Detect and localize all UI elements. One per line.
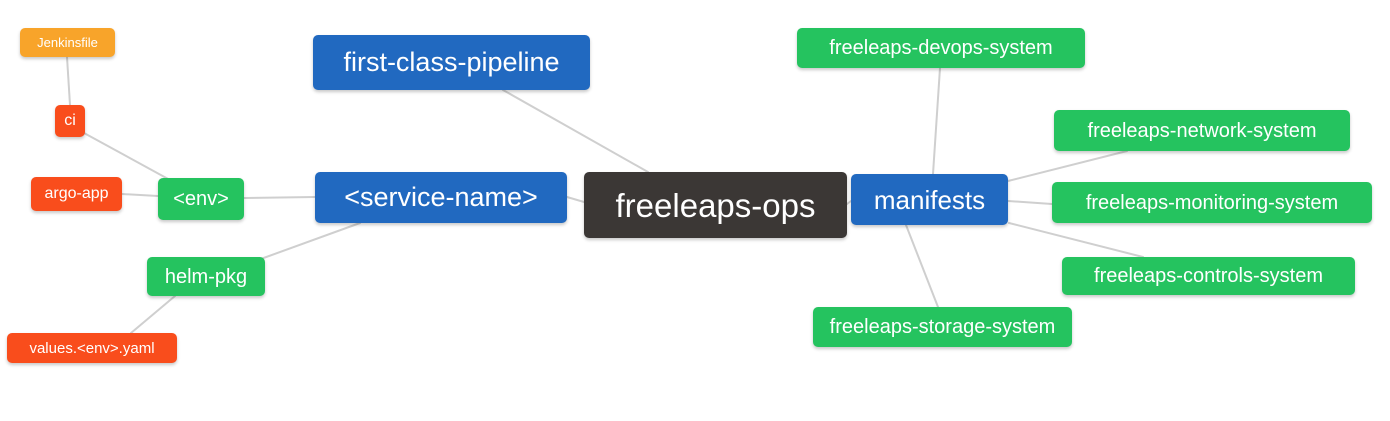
mindmap-node-storage-system[interactable]: freeleaps-storage-system	[813, 307, 1072, 347]
mindmap-edge-first-class-pipeline-to-freeleaps-ops	[502, 89, 649, 173]
mindmap-edge-manifests-to-storage-system	[905, 224, 939, 308]
mindmap-node-controls-system[interactable]: freeleaps-controls-system	[1062, 257, 1355, 295]
mindmap-node-argo-app[interactable]: argo-app	[31, 177, 122, 211]
mindmap-edge-manifests-to-network-system	[1007, 150, 1128, 182]
mindmap-node-helm-pkg[interactable]: helm-pkg	[147, 257, 265, 296]
mindmap-node-monitoring-system[interactable]: freeleaps-monitoring-system	[1052, 182, 1372, 223]
mindmap-node-jenkinsfile[interactable]: Jenkinsfile	[20, 28, 115, 57]
mindmap-node-service-name[interactable]: <service-name>	[315, 172, 567, 223]
mindmap-edge-manifests-to-monitoring-system	[1007, 200, 1053, 205]
mindmap-edge-manifests-to-controls-system	[1008, 222, 1144, 258]
mindmap-node-values-env-yaml[interactable]: values.<env>.yaml	[7, 333, 177, 363]
mindmap-node-ci[interactable]: ci	[55, 105, 85, 137]
mindmap-node-first-class-pipeline[interactable]: first-class-pipeline	[313, 35, 590, 90]
mindmap-node-devops-system[interactable]: freeleaps-devops-system	[797, 28, 1085, 68]
mindmap-edge-argo-app-to-env	[121, 193, 159, 197]
mindmap-node-manifests[interactable]: manifests	[851, 174, 1008, 225]
mindmap-edge-ci-to-env	[83, 132, 171, 181]
mindmap-edge-env-to-service-name	[243, 196, 316, 199]
mindmap-edge-service-name-to-helm-pkg	[257, 222, 361, 261]
mindmap-edge-jenkinsfile-to-ci	[66, 56, 71, 106]
mindmap-node-network-system[interactable]: freeleaps-network-system	[1054, 110, 1350, 151]
mindmap-edge-helm-pkg-to-values-env-yaml	[130, 295, 176, 334]
mindmap-node-env[interactable]: <env>	[158, 178, 244, 220]
mindmap-edge-manifests-to-devops-system	[932, 67, 941, 175]
mindmap-edge-service-name-to-freeleaps-ops	[566, 196, 585, 203]
mindmap-node-freeleaps-ops[interactable]: freeleaps-ops	[584, 172, 847, 238]
